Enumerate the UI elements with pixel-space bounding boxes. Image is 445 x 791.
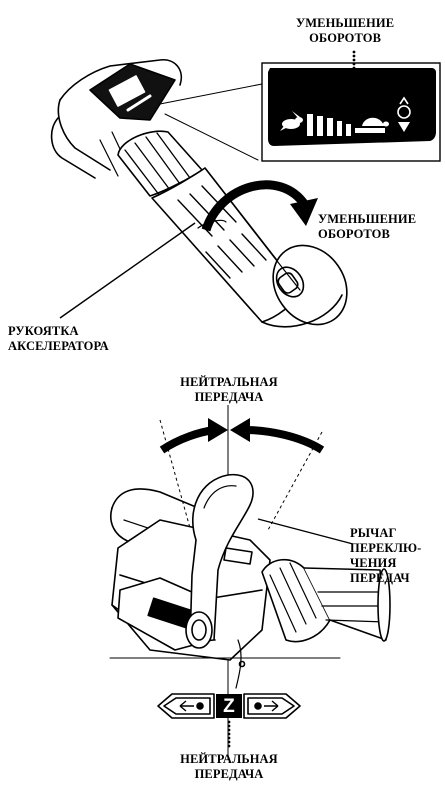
label-decrease-rpm-side: УМЕНЬШЕНИЕ ОБОРОТОВ: [318, 212, 416, 242]
label-decrease-rpm-top: УМЕНЬШЕНИЕ ОБОРОТОВ: [296, 16, 394, 46]
label-throttle-grip: РУКОЯТКА АКСЕЛЕРАТОРА: [8, 324, 109, 354]
label-neutral-top: НЕЙТРАЛЬНАЯ ПЕРЕДАЧА: [156, 375, 302, 405]
neutral-symbol: Z: [218, 697, 240, 716]
arrow-to-neutral-right: [246, 430, 322, 450]
arrow-to-neutral-left: [162, 430, 214, 450]
tiller-assembly: [110, 475, 390, 688]
forward-gear-icon: [244, 694, 300, 718]
label-shift-lever: РЫЧАГ ПЕРЕКЛЮ- ЧЕНИЯ ПЕРЕДАЧ: [350, 526, 421, 586]
reverse-gear-icon: [158, 694, 214, 718]
rpm-indicator-inset: [262, 51, 440, 161]
label-neutral-bottom: НЕЙТРАЛЬНАЯ ПЕРЕДАЧА: [156, 752, 302, 782]
